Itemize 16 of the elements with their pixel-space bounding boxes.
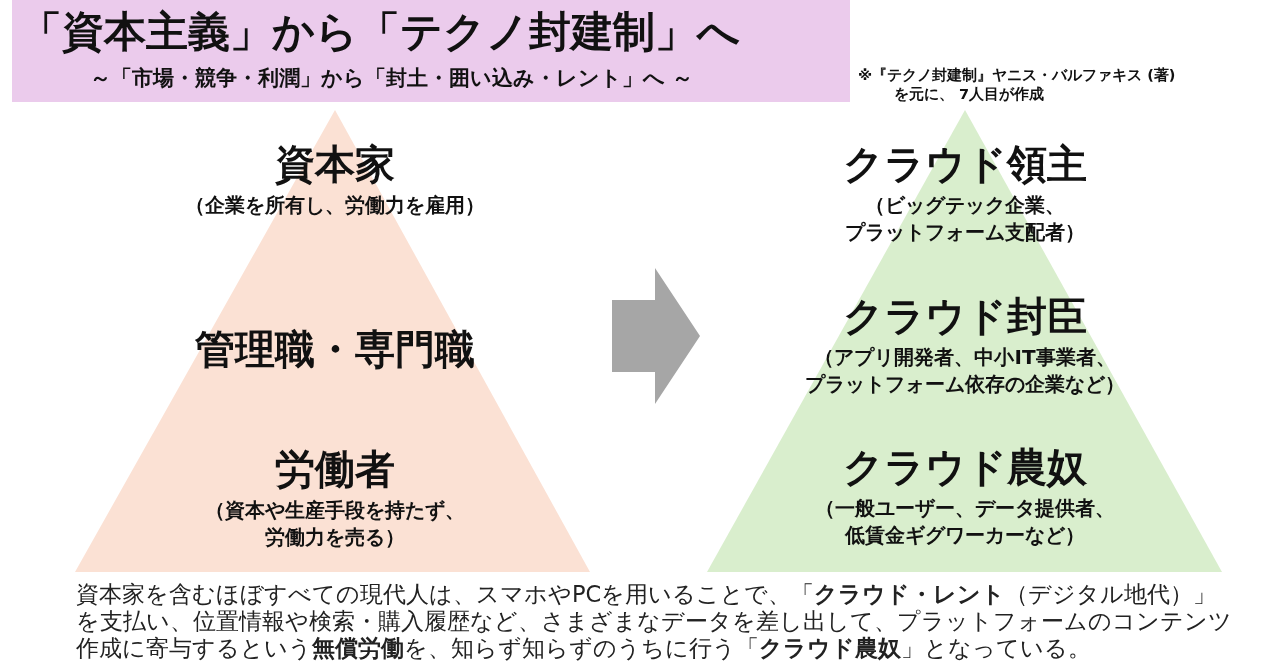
subtitle: ～「市場・競争・利潤」から「封土・囲い込み・レント」へ ～ xyxy=(90,65,694,92)
transition-arrow xyxy=(612,268,700,404)
tier-heading: 管理職・専門職 xyxy=(195,325,475,373)
tier-description: （アプリ開発者、中小IT事業者、プラットフォーム依存の企業など） xyxy=(805,344,1125,398)
tier-heading: クラウド農奴 xyxy=(843,443,1087,491)
tier-description: （ビッグテック企業、プラットフォーム支配者） xyxy=(845,192,1085,246)
tier-heading: クラウド封臣 xyxy=(843,292,1087,340)
title: 「資本主義」から「テクノ封建制」へ xyxy=(20,6,740,58)
tier-heading: 労働者 xyxy=(275,445,395,493)
tier-heading: 資本家 xyxy=(275,140,395,188)
caption: 資本家を含むほぼすべての現代人は、スマホやPCを用いることで、「クラウド・レント（デジタル地代）」を支払い、位置情報や検索・購入履歴など、さまざまなデータを差し出して、プラットフォームのコンテンツ作成に寄与するという無償労働を、知らず知らずのうちに行う「クラウド農奴」となっている。 xyxy=(76,581,1233,662)
tier-description: （資本や生産手段を持たず、労働力を売る） xyxy=(205,497,465,551)
tier-heading: クラウド領主 xyxy=(843,140,1087,188)
tier-description: （企業を所有し、労働力を雇用） xyxy=(185,192,485,219)
source-note: ※『テクノ封建制』ヤニス・バルファキス (著) を元に、 7人目が作成 xyxy=(858,66,1176,104)
tier-description: （一般ユーザー、データ提供者、低賃金ギグワーカーなど） xyxy=(815,495,1115,549)
